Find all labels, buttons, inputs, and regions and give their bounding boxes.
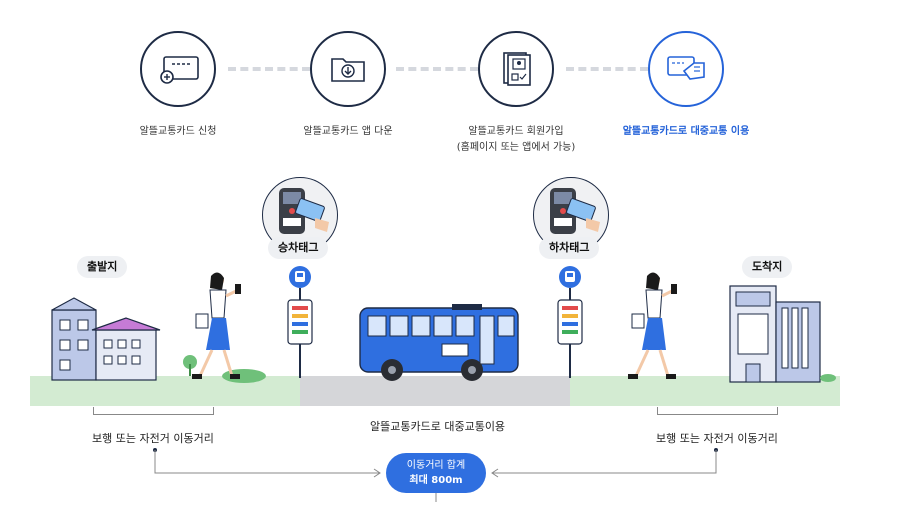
step-2-circle <box>310 31 386 107</box>
step-connector <box>396 67 478 71</box>
folder-download-icon <box>331 58 365 82</box>
step-1-circle <box>140 31 216 107</box>
destination-buildings-illustration <box>729 285 836 383</box>
total-distance-value: 최대 800m <box>409 475 463 486</box>
step-3-label: 알뜰교통카드 회원가입 <box>468 126 564 137</box>
alighting-tag-label: 하차태그 <box>539 237 600 259</box>
step-4-label: 알뜰교통카드로 대중교통 이용 <box>622 126 750 137</box>
road <box>300 376 570 406</box>
bus-stop-sign-right <box>559 266 581 288</box>
total-distance-title: 이동거리 합계 <box>406 460 466 471</box>
origin-label: 출발지 <box>77 256 128 278</box>
bus-illustration <box>359 304 519 381</box>
bus-stop-board-right <box>557 299 583 345</box>
walk-distance-left-label: 보행 또는 자전거 이동거리 <box>92 432 214 445</box>
step-2-label: 알뜰교통카드 앱 다운 <box>303 126 393 137</box>
boarding-tag-label: 승차태그 <box>268 237 329 259</box>
card-reader-tag-icon <box>550 188 600 234</box>
step-4-circle <box>648 31 724 107</box>
total-distance-badge: 이동거리 합계 최대 800m <box>386 453 486 493</box>
step-connector <box>228 67 310 71</box>
step-1-label: 알뜰교통카드 신청 <box>139 126 217 137</box>
bus-stop-sign-left <box>289 266 311 288</box>
card-reader-tag-icon <box>279 188 329 234</box>
bus-stop-board-left <box>287 299 313 345</box>
walking-person-left <box>183 272 266 383</box>
step-connector <box>566 67 648 71</box>
walking-person-right <box>628 272 677 379</box>
transit-label: 알뜰교통카드로 대중교통이용 <box>370 420 506 433</box>
card-hand-icon <box>667 56 705 80</box>
origin-buildings-illustration <box>51 297 161 381</box>
step-3-sublabel: (홈페이지 또는 앱에서 가능) <box>456 142 576 153</box>
bracket-left <box>93 407 214 415</box>
bus-icon <box>295 271 305 282</box>
destination-label: 도착지 <box>742 256 793 278</box>
card-add-icon <box>160 56 199 84</box>
step-3-circle <box>478 31 554 107</box>
bracket-right <box>657 407 778 415</box>
bus-icon <box>565 271 575 282</box>
walk-distance-right-label: 보행 또는 자전거 이동거리 <box>656 432 778 445</box>
membership-document-icon <box>503 52 531 86</box>
